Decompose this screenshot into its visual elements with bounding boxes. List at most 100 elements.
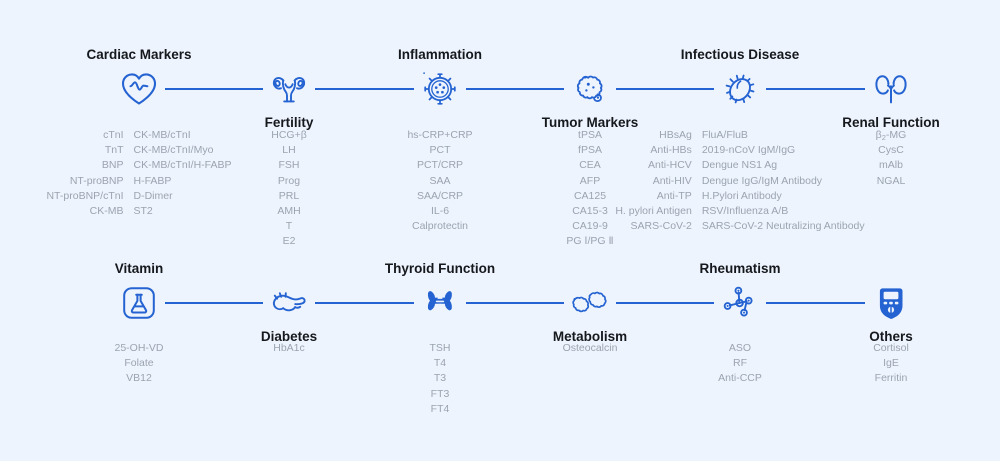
analyte-item: FSH (278, 159, 300, 172)
analyte-item: HBsAg (659, 129, 692, 141)
bacteria-icon (720, 69, 760, 109)
analyte-item: CK-MB/cTnI/H-FABP (133, 159, 232, 172)
node-rheumatism[interactable]: Rheumatism (699, 261, 781, 324)
analyte-item: CK-MB/cTnI (133, 129, 191, 141)
analyte-item: mAlb (879, 159, 903, 172)
analyte-list-metabolism: Osteocalcin (563, 341, 618, 356)
analyte-item: ASO (728, 342, 752, 354)
uterus-icon (269, 69, 309, 109)
node-infectious-disease[interactable]: Infectious Disease (681, 47, 799, 110)
analyte-item: Prog (277, 174, 301, 187)
analyte-item: LH (282, 144, 296, 157)
node-title-tumor-markers: Tumor Markers (541, 115, 639, 130)
molecule-icon (720, 283, 760, 323)
analyte-item: SAA/CRP (416, 189, 464, 202)
analyte-item: NT-proBNP/cTnI (46, 189, 124, 202)
analyte-item: tPSA (578, 129, 602, 141)
node-metabolism[interactable]: Metabolism (553, 282, 627, 344)
analyte-item: cTnI (103, 129, 124, 141)
analyte-item: CA15-3 (572, 205, 608, 218)
analyte-item: IgE (883, 357, 899, 370)
analyte-item: Cortisol (873, 342, 909, 354)
connector-line (766, 88, 865, 90)
heart-pulse-icon (119, 69, 159, 109)
analyte-item: T (285, 220, 293, 233)
analyte-item: NGAL (876, 174, 906, 187)
analyte-item: NT-proBNP (69, 174, 124, 187)
node-renal-function[interactable]: Renal Function (842, 68, 940, 130)
analyte-column: HbA1c (273, 341, 305, 356)
node-others[interactable]: Others (866, 282, 916, 344)
analyte-item: 25-OH-VD (114, 342, 164, 354)
analyte-item: Anti-CCP (718, 372, 762, 385)
analyte-item: H. pylori Antigen (615, 205, 692, 218)
node-title-rheumatism: Rheumatism (699, 261, 781, 276)
connector-line (766, 302, 865, 304)
connector-line (165, 88, 263, 90)
virus-icon (420, 69, 460, 109)
pancreas-icon (269, 283, 309, 323)
node-title-metabolism: Metabolism (552, 329, 628, 344)
analyte-item: SARS-CoV-2 Neutralizing Antibody (701, 220, 865, 233)
analyte-item: D-Dimer (133, 189, 173, 202)
connector-line (616, 302, 714, 304)
node-vitamin[interactable]: Vitamin (114, 261, 164, 324)
connector-line (315, 88, 414, 90)
connector-line (315, 302, 414, 304)
analyte-item: T4 (433, 357, 447, 370)
analyte-item: T3 (433, 372, 447, 385)
node-title-vitamin: Vitamin (114, 261, 164, 276)
connector-line (466, 302, 564, 304)
flask-icon (119, 283, 159, 323)
node-title-renal-function: Renal Function (842, 115, 940, 130)
analyte-item: FT3 (430, 387, 450, 400)
analyte-item: HbA1c (273, 342, 305, 354)
analyte-item: Anti-TP (656, 189, 692, 202)
node-title-thyroid-function: Thyroid Function (384, 261, 496, 276)
analyte-item: CysC (878, 144, 904, 157)
glucose-meter-icon (871, 283, 911, 323)
node-cardiac-markers[interactable]: Cardiac Markers (86, 47, 192, 110)
node-title-others: Others (869, 329, 913, 344)
analyte-item: CA19-9 (572, 220, 608, 233)
analyte-item: PG Ⅰ/PG Ⅱ (566, 235, 614, 248)
analyte-item: SAA (429, 174, 451, 187)
analyte-item: hs-CRP+CRP (407, 129, 473, 141)
analyte-item: TnT (104, 144, 124, 157)
node-fertility[interactable]: Fertility (264, 68, 314, 130)
analyte-item: BNP (101, 159, 124, 172)
analyte-column: Osteocalcin (563, 341, 618, 356)
analyte-item: Anti-HIV (652, 174, 692, 187)
analyte-item: ST2 (133, 205, 153, 218)
node-title-fertility: Fertility (264, 115, 314, 130)
connector-line (165, 302, 263, 304)
analyte-item: PRL (278, 189, 300, 202)
analyte-item: IL-6 (430, 205, 450, 218)
node-tumor-markers[interactable]: Tumor Markers (542, 68, 638, 130)
analyte-item: FluA/FluB (701, 129, 748, 141)
analyte-item: E2 (282, 235, 296, 248)
node-title-inflammation: Inflammation (397, 47, 483, 62)
node-thyroid-function[interactable]: Thyroid Function (385, 261, 495, 324)
analyte-item: Calprotectin (411, 220, 469, 233)
tumor-cell-icon (570, 69, 610, 109)
analyte-item: Ferritin (874, 372, 908, 385)
node-inflammation[interactable]: Inflammation (398, 47, 482, 110)
analyte-item: RSV/Influenza A/B (701, 205, 789, 218)
node-title-diabetes: Diabetes (260, 329, 318, 344)
node-diabetes[interactable]: Diabetes (261, 282, 317, 344)
analyte-item: FT4 (430, 402, 450, 415)
